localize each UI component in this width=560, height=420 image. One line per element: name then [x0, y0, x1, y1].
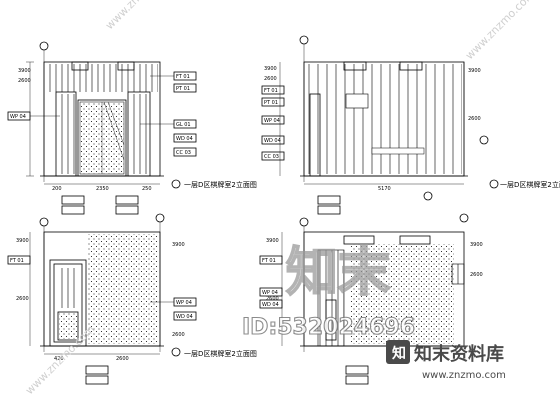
- dim-bottom-1: 200: [52, 186, 62, 192]
- dim-bottom-3: 250: [142, 186, 152, 192]
- material-tag: WP 04: [173, 297, 197, 307]
- elevation-drawing-4: 3900 2600 3900 2600 FT 01 WP 04 WD 04: [259, 213, 483, 385]
- material-tag: WD 04: [259, 299, 283, 309]
- svg-text:知: 知: [392, 345, 406, 362]
- svg-text:WD 04: WD 04: [176, 314, 193, 320]
- material-tag: CC 03: [261, 151, 285, 161]
- svg-text:WP 04: WP 04: [176, 300, 192, 306]
- material-tag: WD 04: [261, 135, 285, 145]
- svg-text:WD 04: WD 04: [176, 136, 193, 142]
- watermark-diagonal-top: www.znzmo.com: [463, 0, 537, 62]
- dim-side-1: 3900: [16, 238, 29, 244]
- material-tag: FT 01: [173, 71, 197, 81]
- svg-text:FT 01: FT 01: [264, 88, 278, 94]
- svg-text:PT 01: PT 01: [176, 86, 190, 92]
- svg-text:2600: 2600: [172, 332, 185, 338]
- svg-text:www.znzmo.com: www.znzmo.com: [463, 0, 537, 62]
- svg-text:GL 01: GL 01: [176, 122, 191, 128]
- watermark-id: ID:532024696: [242, 315, 415, 340]
- svg-text:WP 04: WP 04: [262, 290, 278, 296]
- dim-side-1: 3900: [18, 68, 31, 74]
- material-tag: WP 04: [261, 115, 285, 125]
- dim-side-2: 2600: [266, 296, 279, 302]
- material-tag: WP 04: [7, 111, 31, 121]
- drawing-caption: 一层D区棋牌室2立面图: [184, 349, 257, 358]
- material-tag: GL 01: [173, 119, 197, 129]
- drawing-caption: 一层D区棋牌室2立面图: [500, 180, 560, 189]
- svg-text:WD 04: WD 04: [264, 138, 281, 144]
- svg-text:www.znzmo.com: www.znzmo.com: [103, 0, 177, 32]
- material-tag: WP 04: [259, 287, 283, 297]
- svg-text:2600: 2600: [468, 116, 481, 122]
- watermark-url: www.znzmo.com: [422, 370, 506, 381]
- material-tag: PT 01: [173, 83, 197, 93]
- drawing-caption: 一层D区棋牌室2立面图: [184, 180, 257, 189]
- material-tag: CC 03: [173, 147, 197, 157]
- material-tag: FT 01: [7, 255, 31, 265]
- svg-text:FT 01: FT 01: [262, 258, 276, 264]
- dim-bottom-2: 2350: [96, 186, 109, 192]
- elevation-drawing-3: 3900 2600 420 2600 3900 2600 FT 01 WP 04…: [7, 213, 257, 385]
- material-tag: FT 01: [259, 255, 283, 265]
- svg-text:WD 04: WD 04: [262, 302, 279, 308]
- elevation-drawing-1: 3900 2600 200 2350 250 FT 01: [7, 41, 257, 215]
- svg-text:3900: 3900: [470, 242, 483, 248]
- material-tag: PT 01: [261, 97, 285, 107]
- watermark-diagonal-center: www.znzmo.com: [103, 0, 177, 32]
- svg-text:WP 04: WP 04: [264, 118, 280, 124]
- dim-side-2: 2600: [264, 76, 277, 82]
- material-tag: WD 04: [173, 133, 197, 143]
- dim-bottom-1: 420: [54, 356, 64, 362]
- dim-side-2: 2600: [18, 78, 31, 84]
- dim-side-1: 3900: [264, 66, 277, 72]
- elevation-drawing-2: 3900 2600 3900 2600 5170 FT 01 PT 01 WP …: [261, 35, 560, 215]
- material-tag: WD 04: [173, 311, 197, 321]
- watermark-site-name: 知末资料库: [414, 343, 504, 365]
- watermark-brand-badge: 知 知末资料库 www.znzmo.com: [386, 340, 506, 381]
- dim-bottom-2: 2600: [116, 356, 129, 362]
- svg-text:2600: 2600: [470, 272, 483, 278]
- dim-side-1: 3900: [266, 238, 279, 244]
- svg-text:3900: 3900: [468, 68, 481, 74]
- svg-text:FT 01: FT 01: [10, 258, 24, 264]
- svg-text:WP 04: WP 04: [10, 114, 26, 120]
- dim-bottom-1: 5170: [378, 186, 391, 192]
- svg-text:FT 01: FT 01: [176, 74, 190, 80]
- svg-text:CC 03: CC 03: [264, 154, 279, 160]
- material-tag: FT 01: [261, 85, 285, 95]
- svg-text:CC 03: CC 03: [176, 150, 191, 156]
- watermark-logo: 知末: [286, 243, 390, 303]
- svg-text:3900: 3900: [172, 242, 185, 248]
- dim-side-2: 2600: [16, 296, 29, 302]
- svg-text:PT 01: PT 01: [264, 100, 278, 106]
